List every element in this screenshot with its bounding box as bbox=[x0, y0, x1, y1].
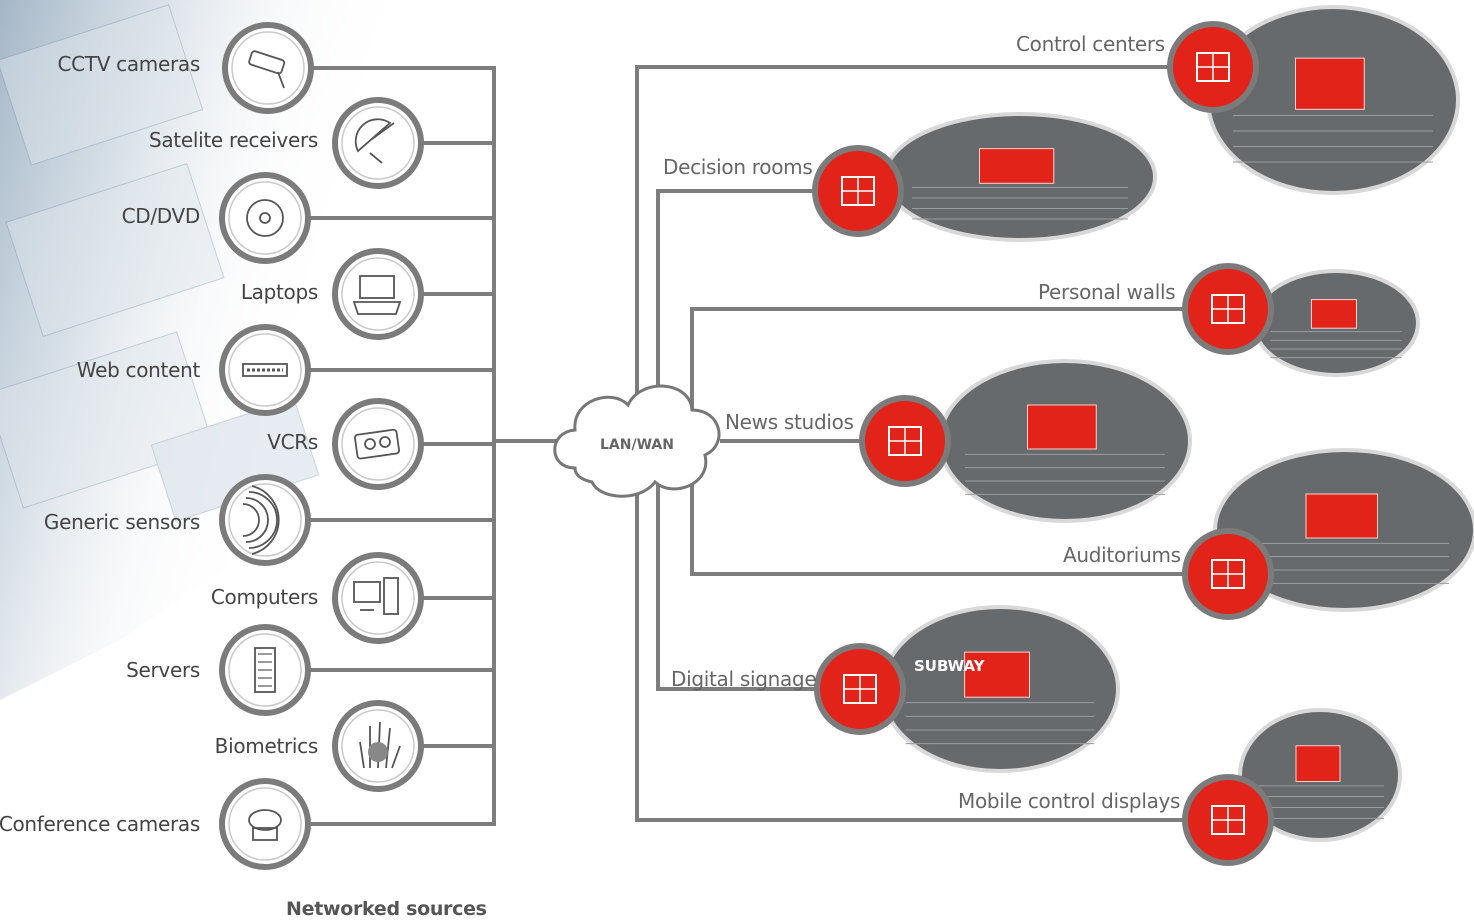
destination-connector bbox=[656, 470, 817, 691]
projector-icon bbox=[812, 145, 904, 237]
diagram-caption: Networked sources bbox=[286, 898, 487, 920]
source-label: Satelite receivers bbox=[148, 128, 318, 152]
destination-connector bbox=[690, 470, 1185, 576]
sign-grid-icon bbox=[814, 643, 906, 735]
source-label: Servers bbox=[126, 658, 200, 682]
source-label: Generic sensors bbox=[43, 510, 200, 534]
disc-icon bbox=[219, 172, 311, 264]
destination-scene bbox=[1206, 5, 1460, 195]
conference-camera-icon bbox=[219, 778, 311, 870]
www-icon bbox=[219, 324, 311, 416]
projector-icon bbox=[1182, 528, 1274, 620]
destination-label: Digital signage bbox=[671, 667, 817, 691]
satellite-dish-icon bbox=[332, 97, 424, 189]
destination-label: Mobile control displays bbox=[958, 789, 1181, 813]
destination-label: Decision rooms bbox=[663, 155, 813, 179]
red-display-wall bbox=[964, 651, 1030, 698]
source-label: Laptops bbox=[240, 280, 318, 304]
destination-scene bbox=[880, 605, 1120, 773]
vcr-icon bbox=[332, 398, 424, 490]
destination-label: Auditoriums bbox=[1063, 543, 1181, 567]
red-display-wall bbox=[1305, 493, 1378, 539]
destination-label: Control centers bbox=[1016, 32, 1165, 56]
red-display-wall bbox=[1310, 299, 1358, 329]
destination-scene bbox=[883, 112, 1157, 242]
destination-scene bbox=[1238, 708, 1402, 842]
subway-sign-text: SUBWAY bbox=[914, 657, 986, 675]
source-label: CD/DVD bbox=[121, 204, 201, 228]
lan-wan-cloud bbox=[553, 384, 721, 498]
sensor-waves-icon bbox=[219, 474, 311, 566]
red-display-wall bbox=[979, 148, 1055, 184]
destination-connector bbox=[635, 65, 1170, 470]
destination-scene bbox=[938, 359, 1192, 523]
source-label: Conference cameras bbox=[0, 812, 200, 836]
network-cloud-label: LAN/WAN bbox=[600, 437, 674, 453]
hand-print-icon bbox=[332, 700, 424, 792]
destination-connector bbox=[635, 470, 1185, 822]
rear-projection-cube-icon bbox=[859, 395, 951, 487]
video-wall-icon bbox=[1167, 21, 1259, 113]
source-label: CCTV cameras bbox=[57, 52, 200, 76]
red-display-wall bbox=[1027, 404, 1097, 450]
display-panel-icon bbox=[1182, 263, 1274, 355]
cctv-camera-icon bbox=[222, 22, 314, 114]
source-bus bbox=[310, 66, 560, 826]
server-icon bbox=[219, 624, 311, 716]
red-display-wall bbox=[1295, 57, 1365, 110]
destination-label: News studios bbox=[725, 410, 854, 434]
source-label: Web content bbox=[76, 358, 201, 382]
destination-scene bbox=[1252, 269, 1420, 377]
destination-links bbox=[635, 65, 1185, 822]
computer-icon bbox=[332, 552, 424, 644]
source-label: VCRs bbox=[267, 430, 318, 454]
source-label: Biometrics bbox=[214, 734, 319, 758]
red-display-wall bbox=[1295, 745, 1341, 782]
destination-label: Personal walls bbox=[1038, 280, 1176, 304]
source-label: Computers bbox=[210, 585, 318, 609]
laptop-icon bbox=[332, 248, 424, 340]
rugged-monitor-icon bbox=[1182, 774, 1274, 866]
destination-connector bbox=[656, 189, 815, 470]
